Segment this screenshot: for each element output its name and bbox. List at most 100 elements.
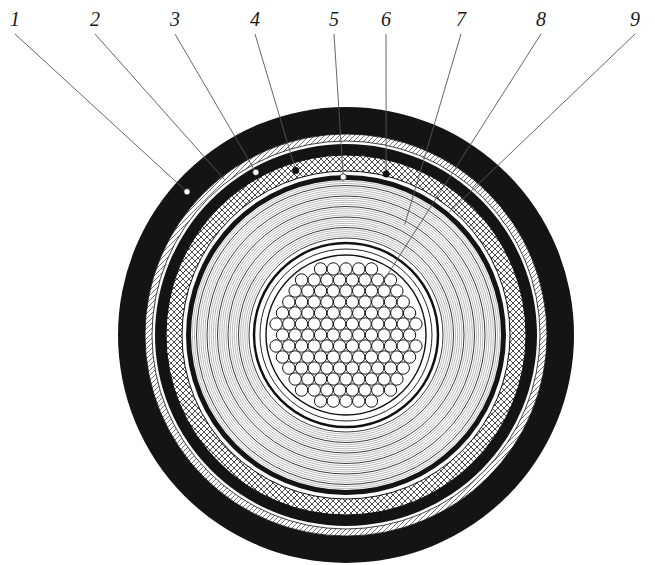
conductor-strand (302, 373, 314, 385)
conductor-strand (340, 285, 352, 297)
paper-layer (245, 234, 447, 436)
conductor-strand (391, 307, 403, 319)
conductor (266, 255, 426, 415)
callout-number: 4 (250, 8, 260, 30)
conductor-edge (260, 249, 432, 421)
conductor-strand (340, 395, 352, 407)
leader-dot (253, 169, 259, 175)
conductor-strand (283, 362, 295, 374)
conductor-strand (397, 318, 409, 330)
conductor-strand (359, 274, 371, 286)
conductor-strand (314, 395, 326, 407)
conductor-strand (346, 384, 358, 396)
conductor-strand (346, 274, 358, 286)
conductor-strand (283, 340, 295, 352)
conductor-strand (295, 274, 307, 286)
insulation-ground (191, 180, 501, 490)
leader-line (380, 34, 541, 286)
paper-layer (226, 215, 466, 455)
paper-layer (209, 198, 483, 472)
paper-layer (247, 236, 445, 434)
conductor-strand (302, 285, 314, 297)
conductor-strand (321, 340, 333, 352)
conductor-strand (378, 329, 390, 341)
conductor-strand (391, 285, 403, 297)
tape-edge (152, 141, 540, 529)
paper-layer (194, 183, 497, 486)
conductor-strand (359, 296, 371, 308)
conductor-strand (353, 395, 365, 407)
conductor-strand (289, 373, 301, 385)
paper-layer (222, 211, 471, 460)
conductor-strand (308, 274, 320, 286)
conductor-strand (410, 318, 422, 330)
conductor-strand (327, 263, 339, 275)
leader-dot (293, 167, 299, 173)
conductor-strand (346, 362, 358, 374)
conductor-strand (353, 329, 365, 341)
leader-line (386, 34, 387, 174)
conductor-strand (384, 340, 396, 352)
leader-lines (15, 34, 635, 286)
conductor-strand (378, 285, 390, 297)
paper-layer (203, 192, 489, 478)
conductor-strand (327, 373, 339, 385)
conductor-strand (302, 351, 314, 363)
callout-number: 6 (381, 8, 391, 30)
paper-layer (232, 221, 460, 449)
conductor-strand (340, 263, 352, 275)
paper-layer (243, 232, 450, 439)
callout-number: 3 (170, 8, 180, 30)
tape-band (145, 134, 547, 536)
callout-number: 1 (10, 8, 20, 30)
conductor-strand (314, 285, 326, 297)
conductor-strand (308, 318, 320, 330)
conductor-strand (359, 384, 371, 396)
conductor-strand (321, 362, 333, 374)
conductor-strand (340, 307, 352, 319)
conductor-strand (384, 274, 396, 286)
conductor-strand (321, 296, 333, 308)
callout-number: 9 (630, 8, 640, 30)
outer-screen (186, 175, 506, 495)
conductor-strand (333, 296, 345, 308)
paper-layer (224, 213, 468, 457)
conductor-strand (276, 351, 288, 363)
leader-line (175, 34, 256, 172)
conductor-strand (365, 373, 377, 385)
conductor-strand (372, 296, 384, 308)
paper-layer (192, 181, 499, 488)
conductor-strand (314, 373, 326, 385)
conductor-strand (372, 362, 384, 374)
conductor-strand (314, 263, 326, 275)
conductor-strand (314, 307, 326, 319)
conductor-strand (333, 318, 345, 330)
paper-layer (215, 204, 476, 465)
paper-layer (199, 188, 494, 483)
paper-layer (241, 230, 452, 441)
conductor-strand (365, 285, 377, 297)
conductor-strand (359, 362, 371, 374)
conductor-strand (295, 384, 307, 396)
conductor-strand (270, 318, 282, 330)
conductor-strand (353, 373, 365, 385)
callout-number: 2 (90, 8, 100, 30)
conductor-strand (410, 340, 422, 352)
conductor-strand (333, 384, 345, 396)
conductor-strand (403, 351, 415, 363)
paper-layer (249, 238, 443, 432)
conductor-strand (391, 373, 403, 385)
conductor-strand (314, 351, 326, 363)
paper-layer (218, 207, 475, 464)
conductor-strand (372, 340, 384, 352)
conductor-strand (384, 318, 396, 330)
leader-line (405, 34, 461, 225)
conductor-strand (327, 307, 339, 319)
metal-sheath (155, 144, 537, 526)
band-edge (182, 171, 510, 499)
outer-sheath (118, 107, 574, 563)
conductor-strand (295, 340, 307, 352)
conductor-strand (340, 329, 352, 341)
conductor-strand (289, 329, 301, 341)
